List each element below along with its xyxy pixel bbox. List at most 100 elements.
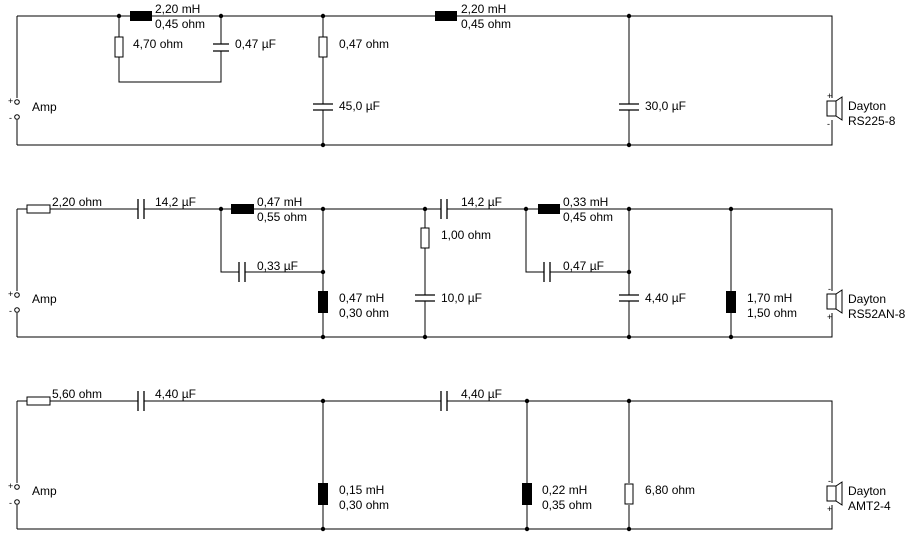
capacitor-value: 10,0 µF xyxy=(441,291,482,305)
inductor-value: 1,70 mH xyxy=(747,291,792,305)
speaker-model: RS225-8 xyxy=(848,114,896,128)
junction-dot xyxy=(524,526,530,532)
capacitor-value: 0,33 µF xyxy=(257,259,298,273)
inductor-icon xyxy=(318,291,328,313)
capacitor-value: 30,0 µF xyxy=(645,99,686,113)
speaker-icon: + - xyxy=(826,91,843,129)
speaker-icon: - + xyxy=(826,476,843,514)
resistor-value: 2,20 ohm xyxy=(52,195,102,209)
junction-dot xyxy=(320,334,326,340)
inductor-icon xyxy=(318,483,328,505)
resistor-value: 1,00 ohm xyxy=(441,228,491,242)
amp-label: Amp xyxy=(32,484,57,498)
junction-dot xyxy=(626,142,632,148)
junction-dot xyxy=(523,206,529,212)
capacitor-icon xyxy=(619,103,639,111)
junction-dot xyxy=(422,206,428,212)
inductor-value: 0,47 mH xyxy=(339,291,384,305)
junction-dot xyxy=(320,206,326,212)
capacitor-value: 14,2 µF xyxy=(155,195,196,209)
capacitor-icon xyxy=(238,262,246,282)
junction-dot xyxy=(218,206,224,212)
inductor-icon xyxy=(522,483,532,505)
plus-sign: + xyxy=(8,96,13,106)
capacitor-icon xyxy=(619,294,639,302)
junction-dot xyxy=(626,269,632,275)
circuit-woofer: + - Amp 2,20 mH 0,45 ohm 4,70 ohm 0,47 µ… xyxy=(8,2,896,148)
junction-dot xyxy=(320,269,326,275)
inductor-value: 0,15 mH xyxy=(339,483,384,497)
junction-dot xyxy=(422,334,428,340)
plus-sign: + xyxy=(8,289,13,299)
inductor-resistance: 1,50 ohm xyxy=(747,306,797,320)
capacitor-icon xyxy=(313,103,333,111)
capacitor-icon xyxy=(137,199,145,219)
inductor-value: 0,47 mH xyxy=(257,195,302,209)
inductor-value: 2,20 mH xyxy=(155,2,200,16)
capacitor-value: 45,0 µF xyxy=(339,99,380,113)
amp-terminals: + - Amp xyxy=(8,481,57,508)
svg-text:+: + xyxy=(827,91,832,101)
junction-dot xyxy=(320,526,326,532)
capacitor-value: 14,2 µF xyxy=(461,195,502,209)
capacitor-icon xyxy=(137,391,145,411)
junction-dot xyxy=(218,13,224,19)
wires xyxy=(16,400,833,530)
resistor-value: 5,60 ohm xyxy=(52,387,102,401)
svg-text:-: - xyxy=(827,119,830,129)
circuit-tweeter: + - Amp 5,60 ohm 4,40 µF 0,15 mH 0,30 oh… xyxy=(8,387,891,532)
inductor-icon xyxy=(130,11,152,21)
capacitor-icon xyxy=(213,43,229,52)
capacitor-icon xyxy=(440,391,448,411)
resistor-icon xyxy=(26,204,51,214)
inductor-icon xyxy=(231,204,254,214)
inductor-icon xyxy=(435,11,457,21)
junction-dot xyxy=(320,13,326,19)
svg-text:+: + xyxy=(827,312,832,322)
speaker-model: AMT2-4 xyxy=(848,499,891,513)
inductor-resistance: 0,30 ohm xyxy=(339,498,389,512)
resistor-icon xyxy=(624,483,634,505)
inductor-resistance: 0,35 ohm xyxy=(542,498,592,512)
amp-terminals: + - Amp xyxy=(8,289,57,316)
inductor-resistance: 0,45 ohm xyxy=(563,210,613,224)
resistor-icon xyxy=(420,227,430,249)
wires xyxy=(16,15,833,146)
inductor-value: 2,20 mH xyxy=(461,2,506,16)
resistor-value: 0,47 ohm xyxy=(339,37,389,51)
capacitor-icon xyxy=(543,262,551,282)
junction-dot xyxy=(626,526,632,532)
inductor-resistance: 0,45 ohm xyxy=(461,17,511,31)
resistor-icon xyxy=(26,396,51,406)
inductor-value: 0,33 mH xyxy=(563,195,608,209)
inductor-resistance: 0,45 ohm xyxy=(155,17,205,31)
junction-dot xyxy=(626,398,632,404)
capacitor-value: 4,40 µF xyxy=(461,387,502,401)
junction-dot xyxy=(626,206,632,212)
inductor-value: 0,22 mH xyxy=(542,483,587,497)
inductor-resistance: 0,30 ohm xyxy=(339,306,389,320)
junction-dot xyxy=(728,334,734,340)
junction-dot xyxy=(320,142,326,148)
capacitor-value: 0,47 µF xyxy=(235,37,276,51)
speaker-brand: Dayton xyxy=(848,292,886,306)
minus-sign: - xyxy=(9,498,12,508)
resistor-icon xyxy=(318,36,328,58)
junction-dot xyxy=(626,13,632,19)
inductor-resistance: 0,55 ohm xyxy=(257,210,307,224)
circuit-midrange: + - Amp 2,20 ohm 14,2 µF 0,47 mH 0,55 oh… xyxy=(8,195,906,340)
capacitor-value: 0,47 µF xyxy=(563,259,604,273)
resistor-value: 4,70 ohm xyxy=(133,37,183,51)
junction-dot xyxy=(320,398,326,404)
resistor-value: 6,80 ohm xyxy=(645,483,695,497)
amp-terminals: + - Amp xyxy=(8,96,57,123)
speaker-brand: Dayton xyxy=(848,99,886,113)
svg-text:-: - xyxy=(828,476,831,486)
speaker-model: RS52AN-8 xyxy=(848,307,906,321)
capacitor-value: 4,40 µF xyxy=(645,291,686,305)
capacitor-value: 4,40 µF xyxy=(155,387,196,401)
plus-sign: + xyxy=(8,481,13,491)
inductor-icon xyxy=(538,204,560,214)
resistor-icon xyxy=(114,36,124,58)
